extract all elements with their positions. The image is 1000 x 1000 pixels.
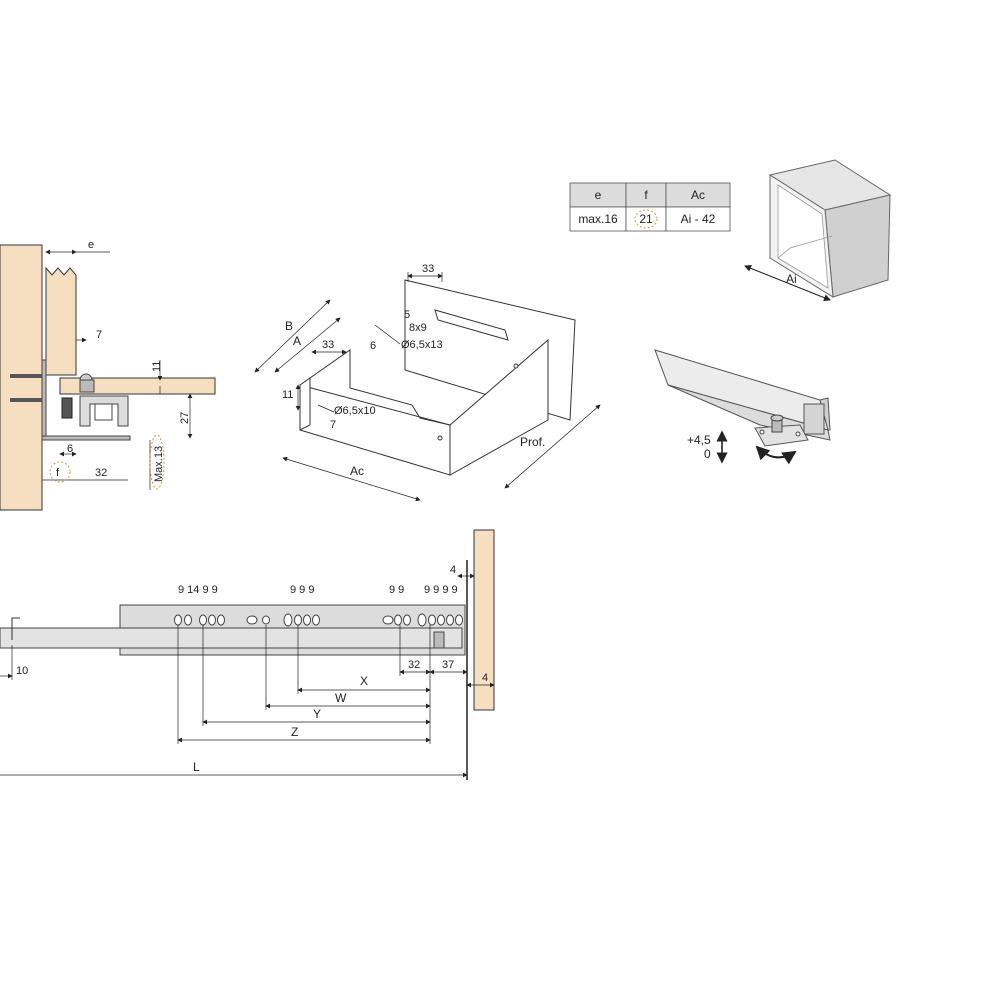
- cross-section-view: e 7 11 27 6 f 32 Max.13: [0, 239, 216, 511]
- dim-hole-13: Ø6,5x13: [401, 339, 443, 351]
- rail-adjuster-detail: +4,5 0: [654, 349, 831, 465]
- cabinet-ai-label: Ai: [786, 272, 797, 286]
- dim-27: 27: [179, 412, 191, 424]
- dim-W: W: [335, 691, 347, 705]
- dim-Ac: Ac: [350, 464, 364, 478]
- drawer-bottom-panel: [59, 377, 216, 395]
- dim-7-drawer: 7: [330, 419, 336, 431]
- drawer-isometric-view: 33 5 8x9 Ø6,5x13 B A 33 6 11 Ø6,5x10 7 A…: [254, 263, 601, 502]
- dim-4-top: 4: [450, 564, 456, 576]
- slide-side-view: 9 14 9 9 9 9 9 9 9 9 9 9 9 4 4 10 32 37 …: [0, 529, 495, 780]
- dim-33-top: 33: [422, 263, 434, 275]
- dim-A: A: [293, 334, 301, 348]
- dimension-table: e f Ac max.16 21 Ai - 42: [569, 182, 731, 232]
- holes-group-1: 9 14 9 9: [178, 584, 218, 596]
- dim-L: L: [193, 760, 200, 774]
- front-panel: [473, 529, 495, 711]
- mounting-holes: [174, 613, 463, 627]
- drawer-side-panel: [45, 266, 77, 376]
- dim-37: 37: [442, 659, 454, 671]
- adjust-up-label: +4,5: [687, 433, 711, 447]
- holes-group-3: 9 9: [389, 584, 404, 596]
- dim-max13: Max.13: [153, 446, 165, 482]
- holes-group-2: 9 9 9: [290, 584, 314, 596]
- dim-6-drawer: 6: [370, 340, 376, 352]
- dim-4-right: 4: [482, 672, 488, 684]
- table-header-e: e: [595, 188, 602, 202]
- dim-11-drawer: 11: [282, 389, 293, 401]
- dim-X: X: [360, 674, 368, 688]
- rail-profile: [79, 395, 129, 427]
- dim-6: 6: [67, 443, 73, 455]
- dim-7: 7: [96, 329, 102, 341]
- dim-Y: Y: [313, 707, 321, 721]
- dim-32: 32: [95, 467, 107, 479]
- table-cell-f: 21: [639, 212, 653, 226]
- screw-icon: [10, 374, 42, 402]
- dim-Z: Z: [291, 725, 298, 739]
- table-cell-e: max.16: [578, 212, 618, 226]
- cabinet-illustration: Ai: [744, 159, 892, 302]
- dim-prof: Prof.: [520, 435, 545, 449]
- dim-10: 10: [16, 665, 28, 677]
- table-cell-ac: Ai - 42: [681, 212, 716, 226]
- dim-11: 11: [151, 361, 163, 372]
- dim-8x9: 8x9: [409, 322, 427, 334]
- dim-f: f: [56, 467, 60, 479]
- slide-inner-rail: [0, 627, 463, 649]
- holes-group-4: 9 9 9 9: [424, 584, 458, 596]
- dim-e: e: [88, 239, 94, 251]
- highlight-circle: [634, 209, 658, 229]
- dim-32-slide: 32: [408, 659, 420, 671]
- adjust-zero-label: 0: [704, 447, 711, 461]
- dim-5: 5: [404, 309, 410, 321]
- dim-33-left: 33: [322, 339, 334, 351]
- dim-B: B: [285, 319, 293, 333]
- table-header-f: f: [644, 188, 648, 202]
- table-header-ac: Ac: [691, 188, 705, 202]
- dim-hole-10: Ø6,5x10: [334, 405, 376, 417]
